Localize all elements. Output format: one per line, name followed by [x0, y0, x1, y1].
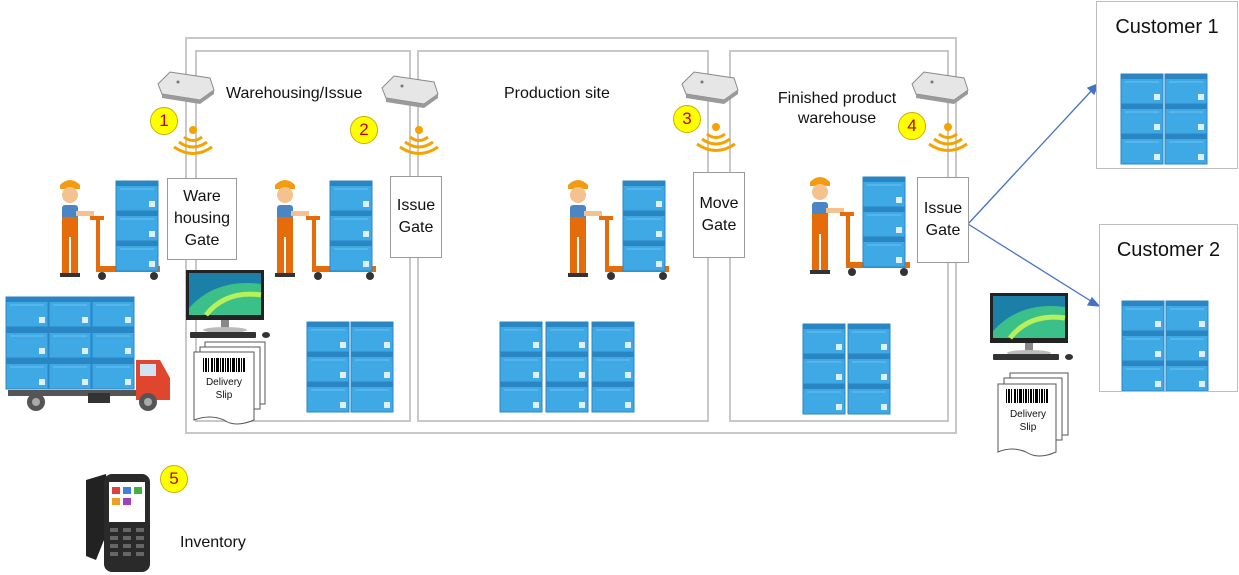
slip-line: Delivery [1009, 409, 1047, 420]
customer-1-box: Customer 1 [1096, 1, 1238, 169]
customer-2-title: Customer 2 [1116, 239, 1221, 261]
worker-icon [810, 177, 844, 274]
monitor-icon [990, 293, 1068, 356]
gate-warehousing: Ware housing Gate [167, 178, 237, 260]
slip-line: Slip [215, 390, 233, 401]
gate-label: Gate [925, 222, 961, 239]
gate-label: Ware [183, 188, 221, 205]
delivery-slip-stack [997, 372, 1069, 457]
storage-boxes [306, 321, 891, 415]
customer-1-title: Customer 1 [1115, 16, 1219, 38]
keyboard-icon [993, 354, 1073, 360]
worker-icon [60, 180, 94, 277]
monitor-icon [186, 270, 264, 333]
zone-label-warehousing: Warehousing/Issue [226, 85, 363, 102]
gate-label: Issue [923, 200, 963, 217]
marker-4: 4 [898, 112, 926, 140]
zone-label-finished-line1: Finished product [777, 90, 897, 107]
gate-label: housing [173, 210, 231, 227]
gate-issue-2: Issue Gate [917, 177, 969, 263]
truck-icon [8, 360, 170, 411]
rfid-reader-icon [381, 75, 439, 109]
rfid-reader-icon [157, 71, 215, 105]
gate-label: Gate [701, 217, 737, 234]
gate-label: Gate [184, 232, 220, 249]
gate-label: Gate [398, 219, 434, 236]
customer-2-boxes [1121, 300, 1209, 391]
gate-issue-1: Issue Gate [390, 176, 442, 258]
delivery-slip-label: Delivery Slip [198, 376, 250, 402]
zone-label-production: Production site [504, 85, 610, 102]
customer-2-box: Customer 2 [1099, 224, 1238, 392]
worker-icon [568, 180, 602, 277]
zone-label-finished: Finished product warehouse [762, 89, 912, 129]
marker-5: 5 [160, 465, 188, 493]
marker-1: 1 [150, 107, 178, 135]
rfid-reader-icon [911, 71, 969, 105]
inventory-label: Inventory [180, 534, 246, 551]
handheld-scanner-icon [86, 474, 150, 572]
worker-icon [275, 180, 309, 277]
delivery-slip-label: Delivery Slip [1002, 408, 1054, 434]
signal-waves-icon [172, 124, 214, 155]
slip-line: Delivery [205, 377, 243, 388]
gate-label: Issue [396, 197, 436, 214]
shipment-arrows [967, 82, 1101, 307]
gate-label: Move [699, 195, 739, 212]
slip-line: Slip [1019, 422, 1037, 433]
marker-3: 3 [673, 105, 701, 133]
gate-move: Move Gate [693, 172, 745, 258]
delivery-slip-stack [193, 341, 266, 425]
zone-label-finished-line2: warehouse [797, 110, 877, 127]
customer-1-boxes [1120, 73, 1208, 165]
keyboard-icon [190, 332, 270, 338]
marker-2: 2 [350, 116, 378, 144]
truck-cargo-boxes [5, 296, 135, 390]
